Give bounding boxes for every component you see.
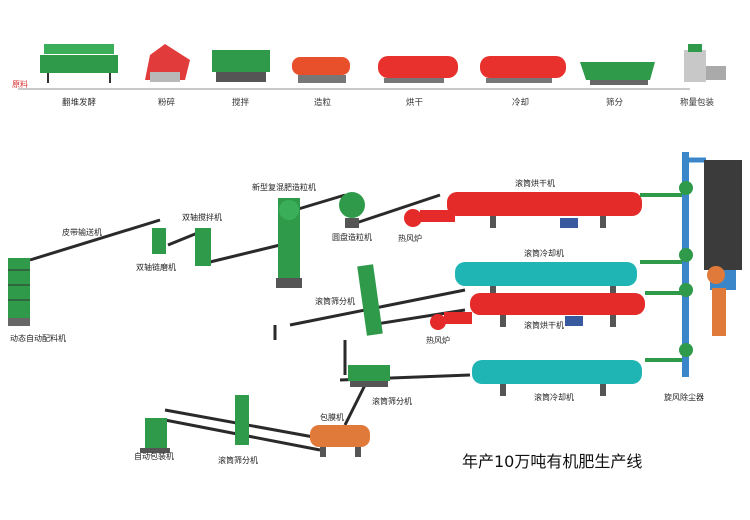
step-label-0: 翻堆发酵 <box>62 98 97 108</box>
label-hot-furnace-2: 热风炉 <box>426 336 450 345</box>
label-mixer: 双轴搅拌机 <box>182 213 222 222</box>
diagram-title: 年产10万吨有机肥生产线 <box>462 452 643 471</box>
label-hot-furnace-1: 热风炉 <box>398 234 422 243</box>
chain-crusher-body <box>152 228 166 254</box>
label-disc-granulator: 圆盘造粒机 <box>332 233 372 242</box>
coating-machine <box>310 425 370 457</box>
mixer-body <box>195 228 211 266</box>
label-dynamic-batching: 动态自动配料机 <box>10 334 66 343</box>
label-dryer-2: 滚筒烘干机 <box>524 321 564 330</box>
step-label-2: 搅拌 <box>232 98 250 108</box>
dryer-2 <box>470 293 645 327</box>
step-label-6: 筛分 <box>606 98 624 108</box>
step-icon-dryer <box>378 56 458 83</box>
step-icon-turning <box>40 44 118 83</box>
label-screener-1: 滚筒筛分机 <box>315 297 355 306</box>
label-cyclone: 旋风除尘器 <box>664 393 704 402</box>
step-icon-packing <box>684 44 726 82</box>
raw-material-label: 原料 <box>12 80 28 89</box>
label-cooler-2: 滚筒冷却机 <box>534 393 574 402</box>
disc-granulator <box>339 192 365 228</box>
compound-granulator <box>276 198 302 288</box>
step-icon-crusher <box>145 44 190 82</box>
step-label-4: 烘干 <box>406 98 424 108</box>
screener-3-body <box>235 395 249 445</box>
label-dryer-1: 滚筒烘干机 <box>515 179 555 188</box>
label-chain-crusher: 双轴链磨机 <box>136 263 176 272</box>
hot-furnace-1 <box>404 209 455 227</box>
dryer-1 <box>447 192 642 228</box>
label-screener-2: 滚筒筛分机 <box>372 397 412 406</box>
step-label-1: 粉碎 <box>158 98 176 108</box>
screener-1 <box>357 264 383 336</box>
label-coating: 包膜机 <box>320 413 344 422</box>
auto-packing-machine <box>140 418 170 453</box>
dust-tower <box>704 160 742 336</box>
label-screener-3: 滚筒筛分机 <box>218 456 258 465</box>
step-icon-mixer <box>212 50 270 82</box>
label-auto-packing: 自动包装机 <box>134 452 174 461</box>
step-icon-cooler <box>480 56 566 83</box>
label-belt-conveyor: 皮带输送机 <box>62 228 102 237</box>
step-label-7: 称量包装 <box>680 98 715 108</box>
step-icon-screener <box>580 62 655 85</box>
screener-2 <box>348 365 390 387</box>
cooler-1 <box>455 262 637 296</box>
label-compound-granulator: 新型复混肥造粒机 <box>252 183 316 192</box>
dynamic-batching-machine <box>8 258 30 326</box>
step-label-3: 造粒 <box>314 98 332 108</box>
hot-furnace-2 <box>430 312 472 330</box>
step-icon-granulator <box>292 57 350 83</box>
cyclone-dust-collector <box>640 152 706 377</box>
label-cooler-1: 滚筒冷却机 <box>524 249 564 258</box>
cooler-2 <box>472 360 642 396</box>
step-label-5: 冷却 <box>512 98 530 108</box>
